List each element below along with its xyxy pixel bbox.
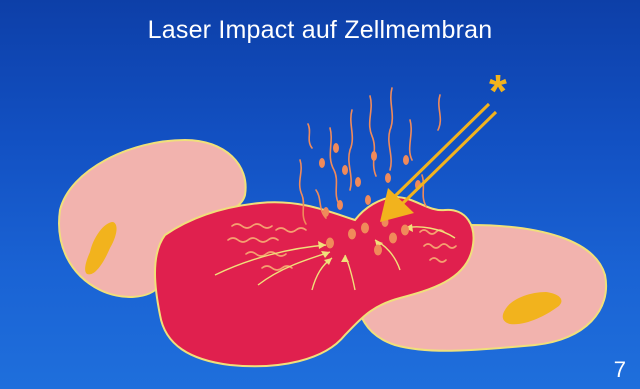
page-number: 7 <box>614 357 626 383</box>
laser-marker-icon: * <box>489 68 507 114</box>
slide-title: Laser Impact auf Zellmembran <box>0 16 640 45</box>
laser-beam-arrow <box>380 104 496 222</box>
